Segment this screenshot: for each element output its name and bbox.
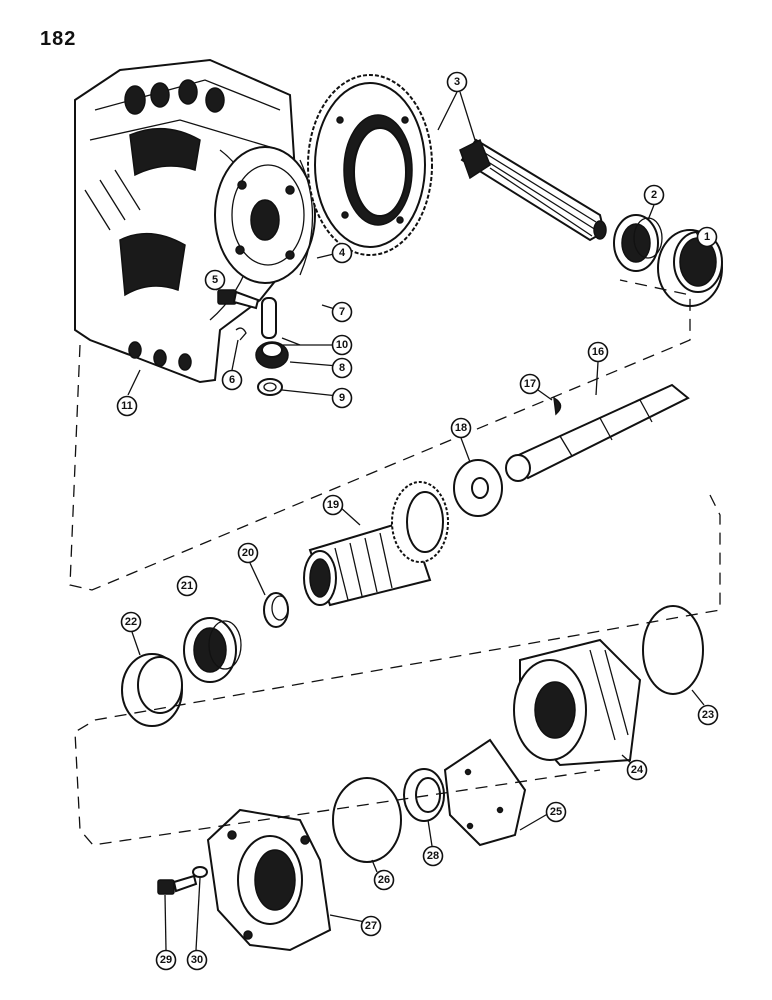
callout-30: 30 xyxy=(186,949,208,971)
callout-11: 11 xyxy=(116,395,138,417)
callout-16: 16 xyxy=(587,341,609,363)
svg-text:28: 28 xyxy=(427,850,439,862)
svg-text:25: 25 xyxy=(550,806,562,818)
pinion-shaft-3 xyxy=(459,138,607,242)
pinion-gear-8 xyxy=(255,341,289,369)
svg-text:3: 3 xyxy=(454,76,460,88)
svg-text:1: 1 xyxy=(704,231,710,243)
assembly-boundary-upper xyxy=(69,279,691,591)
leader-lines xyxy=(127,91,705,951)
bearing-cone-2 xyxy=(613,214,663,272)
thrust-washer-9 xyxy=(257,378,283,396)
bearing-housing-27 xyxy=(206,808,332,952)
callout-9: 9 xyxy=(331,387,353,409)
svg-text:4: 4 xyxy=(339,247,346,259)
svg-text:19: 19 xyxy=(327,499,339,511)
cap-screw-29 xyxy=(157,874,198,895)
callout-20: 20 xyxy=(237,542,259,564)
svg-text:26: 26 xyxy=(378,874,390,886)
svg-text:8: 8 xyxy=(339,362,345,374)
svg-text:16: 16 xyxy=(592,346,604,358)
svg-text:30: 30 xyxy=(191,954,203,966)
callout-7: 7 xyxy=(331,301,353,323)
callout-19: 19 xyxy=(322,494,344,516)
splined-gear-19 xyxy=(303,481,449,607)
spacer-20 xyxy=(263,592,289,628)
callout-22: 22 xyxy=(120,611,142,633)
callout-18: 18 xyxy=(450,417,472,439)
bearing-cup-22 xyxy=(121,653,183,727)
callout-23: 23 xyxy=(697,704,719,726)
svg-text:2: 2 xyxy=(651,189,657,201)
callout-4: 4 xyxy=(331,242,353,264)
ring-gear-3 xyxy=(307,74,433,256)
svg-text:10: 10 xyxy=(336,339,348,351)
svg-text:29: 29 xyxy=(160,954,172,966)
callout-26: 26 xyxy=(373,869,395,891)
cap-screw-5 xyxy=(217,289,260,310)
washer-18 xyxy=(453,459,503,517)
callout-5: 5 xyxy=(204,269,226,291)
washer-30 xyxy=(192,866,208,878)
callout-29: 29 xyxy=(155,949,177,971)
o-ring-23 xyxy=(642,605,704,695)
callout-2: 2 xyxy=(643,184,665,206)
svg-text:21: 21 xyxy=(181,580,193,592)
page-number: 182 xyxy=(40,28,77,50)
callout-3: 3 xyxy=(446,71,468,93)
bearing-cone-21 xyxy=(183,617,242,683)
svg-text:11: 11 xyxy=(121,400,133,412)
svg-text:27: 27 xyxy=(365,920,377,932)
callout-6: 6 xyxy=(221,369,243,391)
callout-28: 28 xyxy=(422,845,444,867)
callout-21: 21 xyxy=(176,575,198,597)
svg-text:18: 18 xyxy=(455,422,467,434)
svg-text:23: 23 xyxy=(702,709,714,721)
callout-27: 27 xyxy=(360,915,382,937)
gasket-25 xyxy=(443,738,527,847)
key-17 xyxy=(553,396,562,416)
callout-25: 25 xyxy=(545,801,567,823)
svg-text:6: 6 xyxy=(229,374,235,386)
callout-1: 1 xyxy=(696,226,718,248)
svg-text:17: 17 xyxy=(524,378,536,390)
svg-text:22: 22 xyxy=(125,616,137,628)
lock-pin-10 xyxy=(281,337,301,346)
svg-text:9: 9 xyxy=(339,392,345,404)
lock-6 xyxy=(235,327,247,341)
housing-24 xyxy=(513,638,642,767)
differential-case-4 xyxy=(214,146,316,284)
callout-10: 10 xyxy=(331,334,353,356)
svg-text:20: 20 xyxy=(242,547,254,559)
seal-28 xyxy=(403,768,445,822)
callout-17: 17 xyxy=(519,373,541,395)
assembly-boundary-lower xyxy=(74,494,721,846)
callout-24: 24 xyxy=(626,759,648,781)
callout-8: 8 xyxy=(331,357,353,379)
bearing-cup-1 xyxy=(657,229,723,307)
svg-text:24: 24 xyxy=(631,764,644,776)
svg-text:5: 5 xyxy=(212,274,218,286)
pin-7 xyxy=(261,297,277,339)
o-ring-26 xyxy=(332,777,402,863)
svg-text:7: 7 xyxy=(339,306,345,318)
shaft-16 xyxy=(505,383,690,482)
